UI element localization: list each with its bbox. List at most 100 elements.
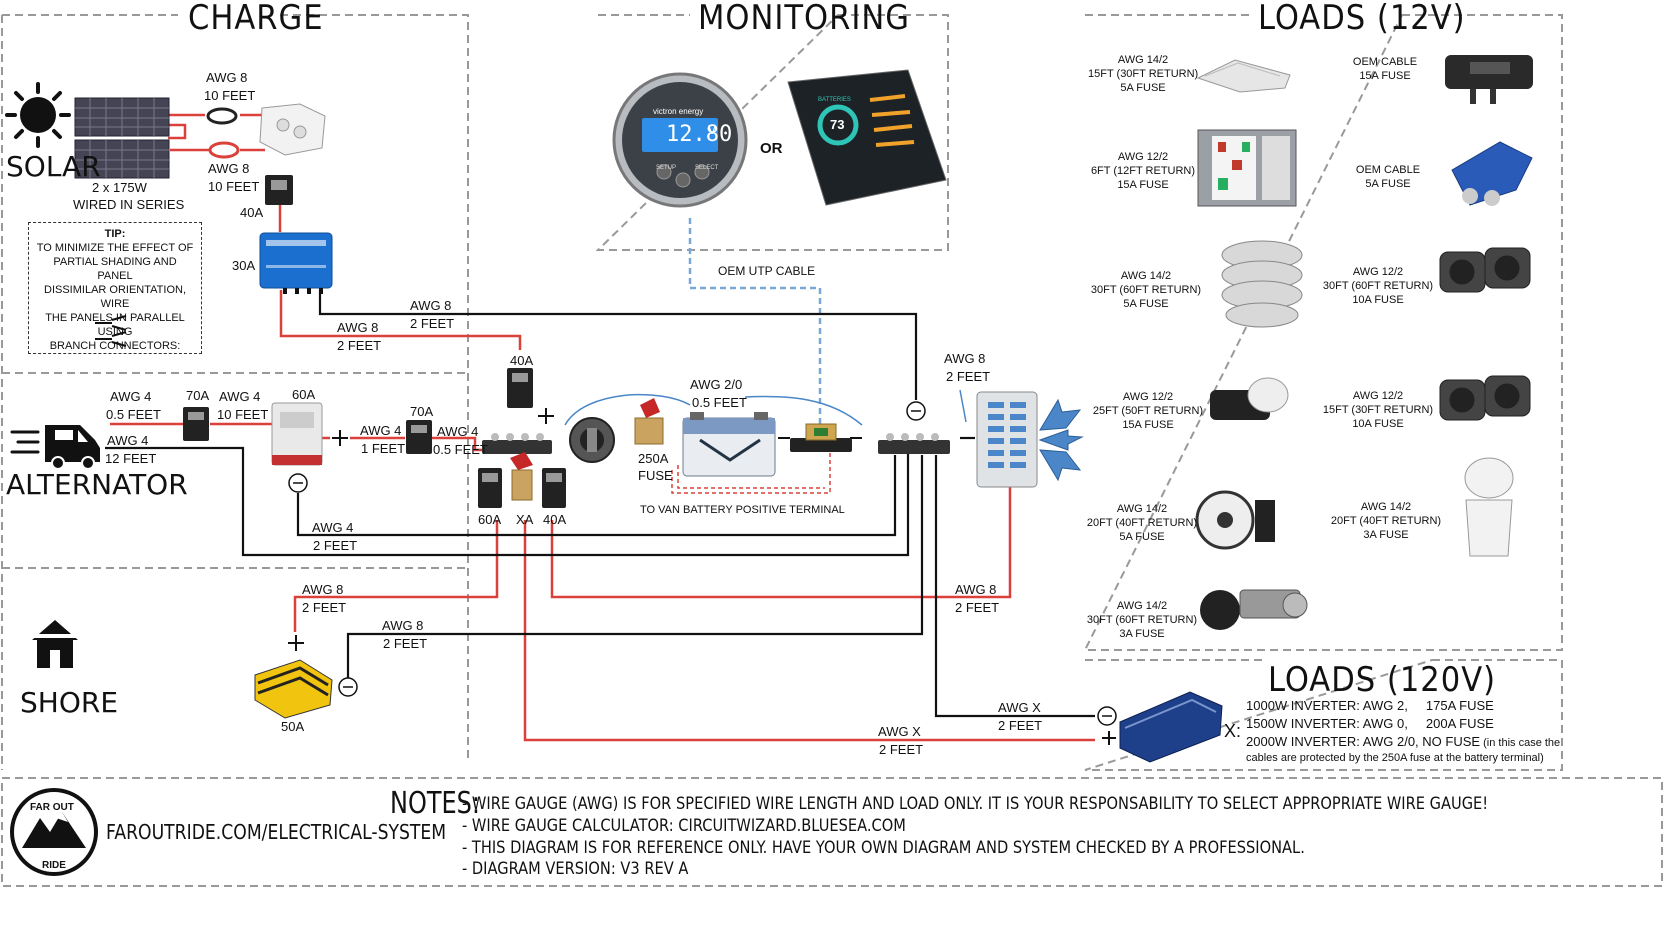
utp-cable-label: OEM UTP CABLE	[718, 264, 816, 278]
van-battery-note: TO VAN BATTERY POSITIVE TERMINAL	[640, 504, 845, 516]
simarine-label: BATTERIES	[818, 97, 851, 103]
main-fuse-label: FUSE	[638, 468, 673, 483]
shore-pos-gauge: AWG 8	[302, 582, 344, 597]
xa-switch-icon	[510, 452, 533, 501]
cable-entry-gland-icon	[259, 103, 326, 156]
mppt-pos-length: 2 FEET	[337, 338, 382, 353]
shore-charger-rating: 50A	[281, 719, 305, 734]
solar-label: SOLAR	[6, 150, 101, 183]
to-bus-length: 0.5 FEET	[433, 442, 488, 457]
mppt-fuse-rating: 30A	[232, 258, 256, 273]
sun-icon	[5, 82, 71, 148]
battery-monitor-bmv-icon	[612, 72, 748, 208]
inverter-icon	[1119, 691, 1223, 763]
tip-line: THE PANELS IN PARALLEL USING	[45, 312, 185, 338]
or-label: OR	[760, 140, 783, 157]
branch-connectors-icon	[95, 315, 127, 347]
section-boxes	[1, 14, 1663, 887]
solar-wire-2-gauge: AWG 8	[208, 161, 250, 176]
simarine-soc: 73	[830, 117, 845, 132]
vent-fan-icon	[1195, 490, 1275, 550]
dcdc-fuse-rating: 60A	[292, 387, 316, 402]
polarity-symbols	[288, 408, 1116, 745]
fuse-block-icon	[976, 391, 1038, 488]
switch-pump-icon	[1200, 589, 1308, 630]
top-breaker-rating: 40A	[510, 353, 534, 368]
tip-title: TIP:	[104, 228, 126, 240]
shore-charger-icon	[254, 659, 333, 719]
mppt-controller-icon	[259, 232, 333, 294]
roof-fan-icon	[1196, 59, 1291, 93]
dcdc-out-gauge: AWG 4	[360, 423, 402, 438]
main-fuse-icon	[634, 398, 664, 445]
fuse-block-pos-gauge: AWG 8	[944, 351, 986, 366]
alt-pos-gauge: AWG 4	[110, 389, 152, 404]
solar-breaker-rating: 40A	[240, 205, 264, 220]
water-heater-icon	[1451, 141, 1533, 206]
inverter-pos-gauge: AWG X	[878, 724, 921, 739]
mppt-neg-gauge: AWG 8	[410, 298, 452, 313]
website-link[interactable]: FAROUTRIDE.COM/ELECTRICAL-SYSTEM	[106, 820, 447, 844]
solar-wire-2-length: 10 FEET	[208, 179, 260, 194]
van-icon	[10, 425, 100, 470]
diesel-heater-icon	[1445, 55, 1533, 104]
tip-line: DISSIMILAR ORIENTATION, WIRE	[44, 284, 186, 310]
house-icon	[32, 620, 78, 668]
mppt-pos-gauge: AWG 8	[337, 320, 379, 335]
bmv-setup-label: SETUP	[656, 165, 677, 171]
cable-coils-icon	[206, 107, 240, 159]
puck-lights-icon	[1221, 240, 1303, 328]
main-cable-gauge: AWG 2/0	[690, 377, 743, 392]
note-line: - WIRE GAUGE CALCULATOR: CIRCUITWIZARD.B…	[462, 816, 906, 836]
solar-wire-1-length: 10 FEET	[204, 88, 256, 103]
shore-label: SHORE	[20, 686, 119, 719]
battery-cables	[564, 393, 863, 426]
breaker-70a-2: 70A	[410, 404, 434, 419]
alt-dcdc-length: 10 FEET	[217, 407, 269, 422]
tip-line: TO MINIMIZE THE EFFECT OF	[36, 242, 194, 254]
tip-box: TIP: TO MINIMIZE THE EFFECT OF PARTIAL S…	[28, 222, 202, 354]
inverter-2000w: 2000W INVERTER: AWG 2/0, NO FUSE (in thi…	[1246, 734, 1561, 749]
note-line: - DIAGRAM VERSION: V3 REV A	[462, 859, 689, 879]
usb-outlets-icon-2	[1439, 375, 1531, 421]
bmv-brand: victron energy	[653, 107, 704, 116]
far-out-ride-logo	[10, 788, 98, 876]
solar-wire-1-gauge: AWG 8	[206, 70, 248, 85]
tip-line: BRANCH CONNECTORS:	[49, 340, 181, 352]
negative-wires	[105, 290, 1095, 718]
usb-outlets-icon	[1439, 247, 1531, 293]
utp-cable	[688, 218, 822, 430]
negative-busbar-icon	[878, 433, 950, 454]
positive-busbar-icon	[482, 433, 552, 454]
toilet-icon	[1464, 457, 1514, 557]
shore-neg-gauge: AWG 8	[382, 618, 424, 633]
loads12-box	[1083, 14, 1563, 651]
inverter-1000w: 1000W INVERTER: AWG 2, 175A FUSE	[1246, 698, 1494, 713]
alternator-label: ALTERNATOR	[6, 468, 188, 501]
note-line: - WIRE GAUGE (AWG) IS FOR SPECIFIED WIRE…	[462, 794, 1489, 814]
lithium-battery-icon	[682, 412, 776, 477]
dcdc-out-length: 1 FEET	[361, 441, 406, 456]
solar-breaker-icon	[265, 175, 293, 205]
shore-neg-length: 2 FEET	[383, 636, 428, 651]
bmv-reading: 12.80	[666, 122, 733, 147]
footer-box	[1, 777, 1663, 887]
solar-panels-icon	[74, 97, 170, 179]
fuse-block-neg-gauge: AWG 8	[955, 582, 997, 597]
fridge-icon	[1197, 129, 1297, 207]
inverter-neg-gauge: AWG X	[998, 700, 1041, 715]
section-title-charge: CHARGE	[188, 0, 324, 38]
bmv-select-label: SELECT	[695, 165, 719, 171]
inverter-neg-length: 2 FEET	[998, 718, 1043, 733]
alt-neg-length: 12 FEET	[105, 451, 157, 466]
main-fuse-rating: 250A	[638, 451, 669, 466]
tip-line: PARTIAL SHADING AND PANEL	[53, 256, 177, 282]
section-title-loads120: LOADS (120V)	[1268, 660, 1497, 700]
